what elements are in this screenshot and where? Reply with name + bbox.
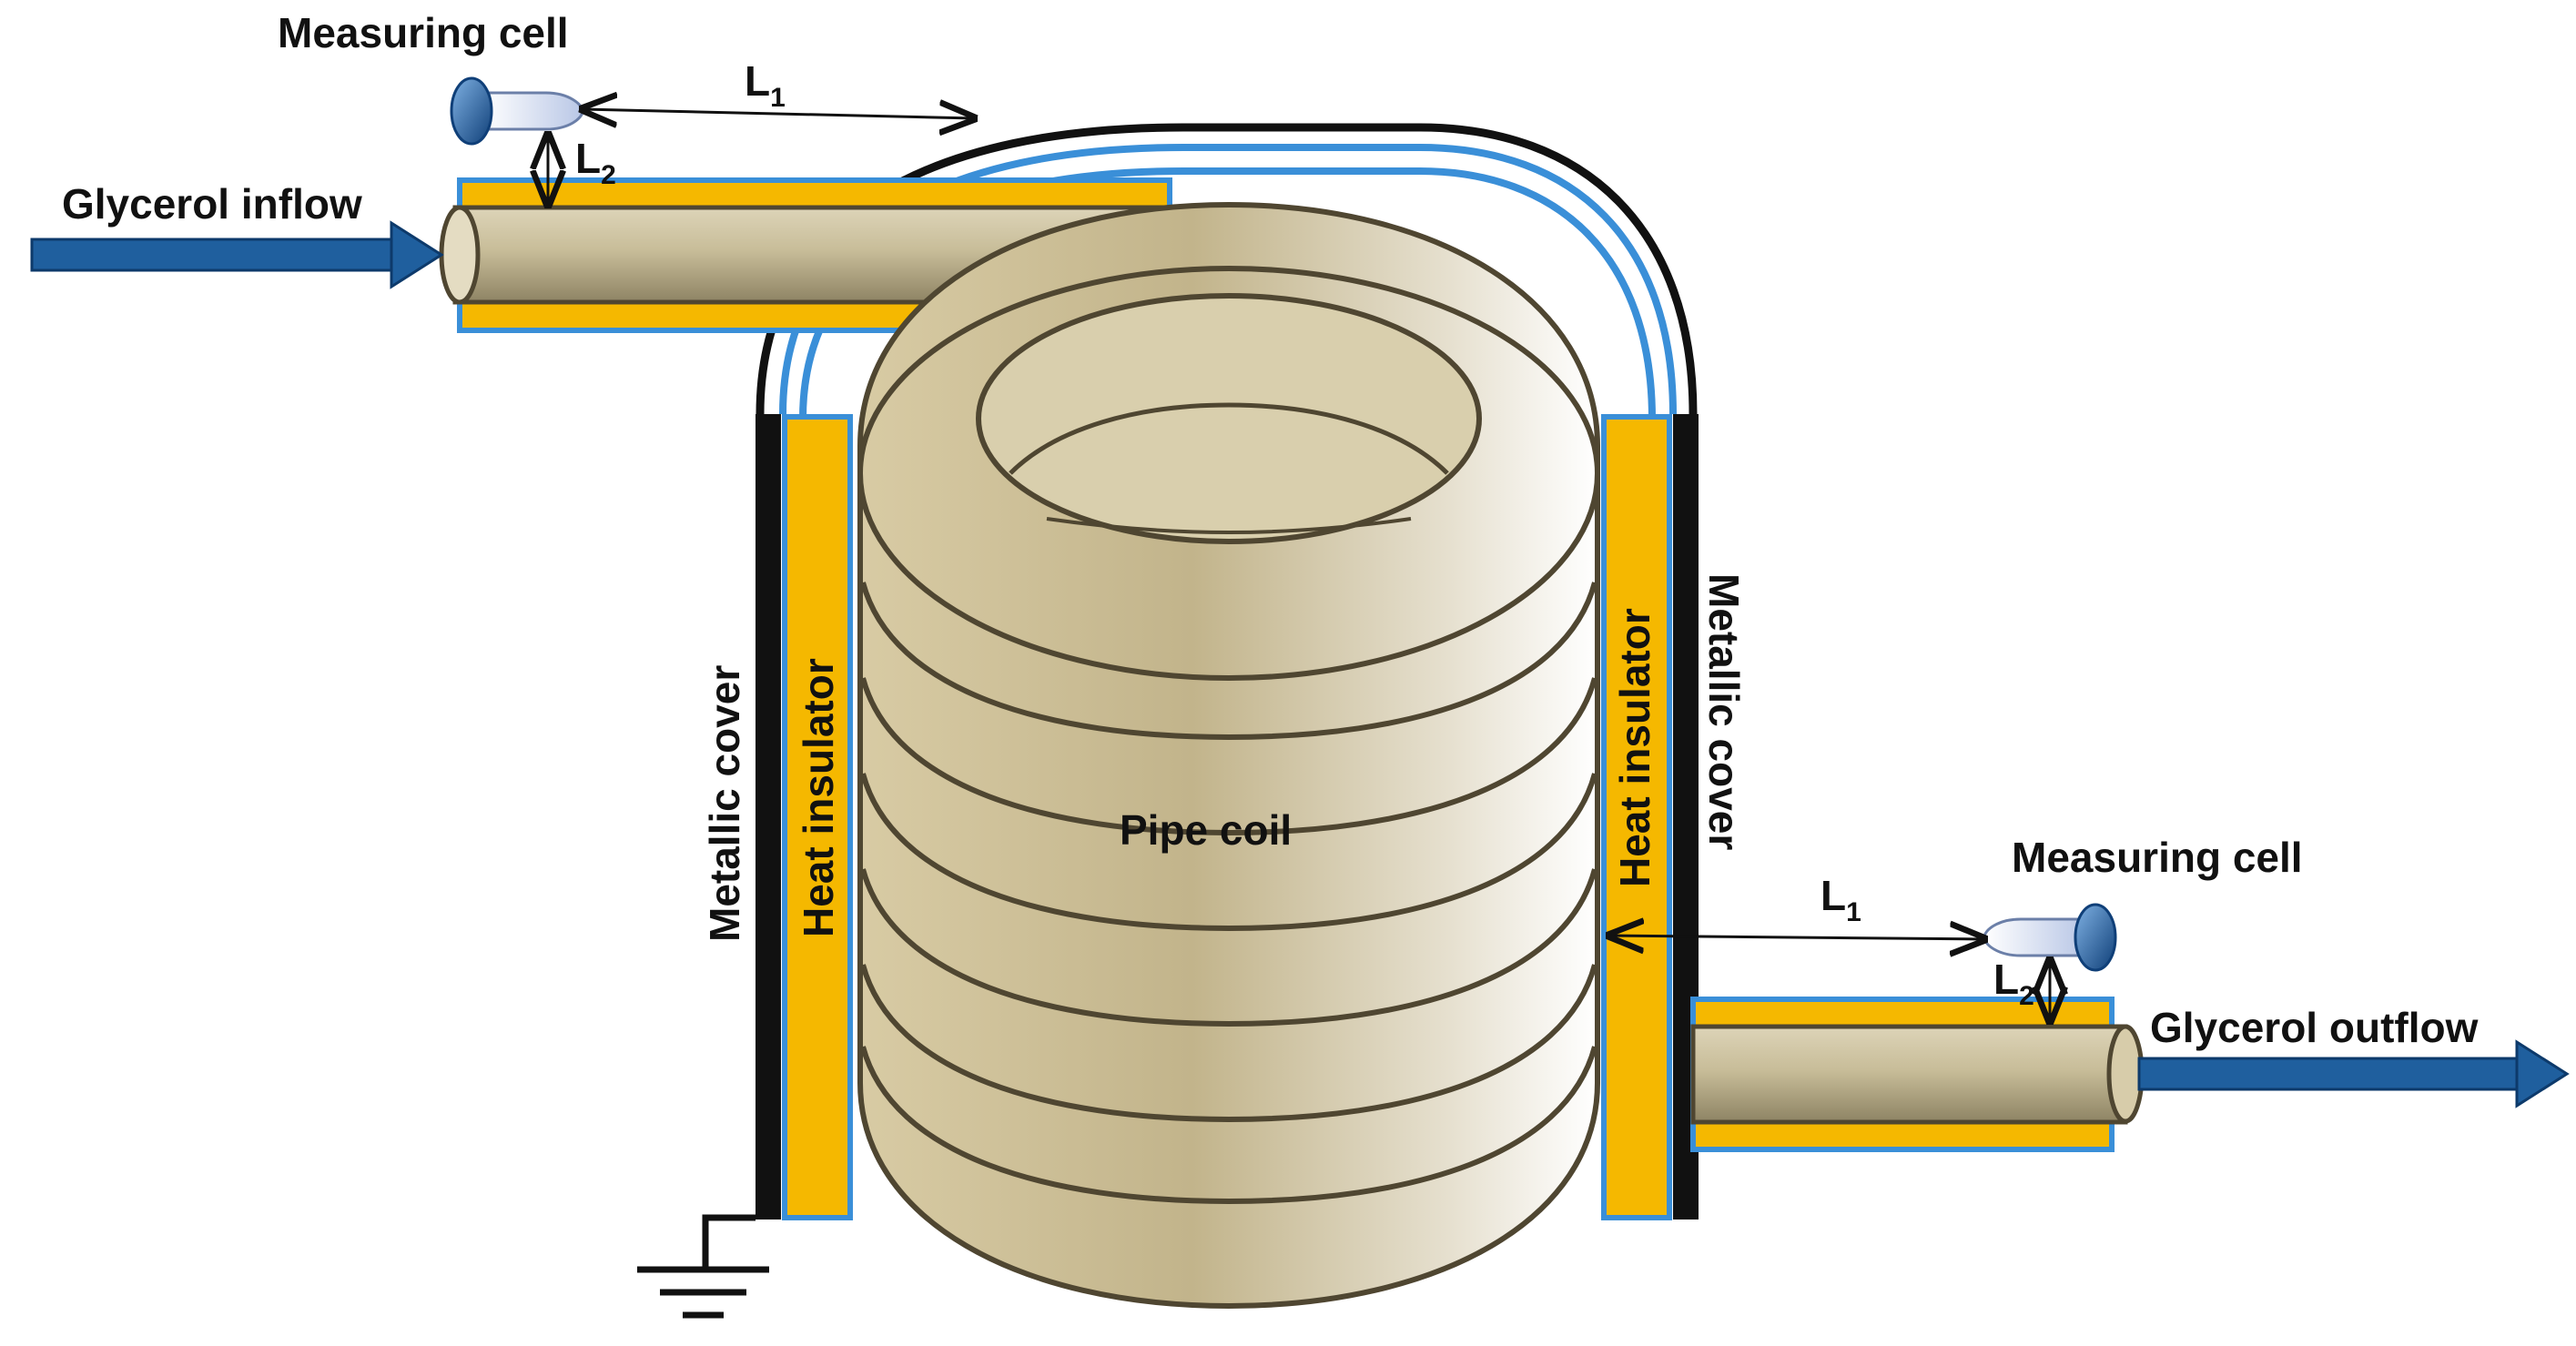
metallic-cover-right-label: Metallic cover [1700,573,1748,850]
measuring-cell-icon-bottom [1983,903,2117,972]
metallic-cover-left-panel [756,414,781,1219]
heat-insulator-left-panel [782,414,853,1220]
l2-top-label: L2 [575,135,616,190]
l2-bottom-label: L2 [1993,956,2034,1011]
heat-insulator-right-panel [1601,414,1672,1220]
measuring-cell-top-label: Measuring cell [278,9,569,56]
l1-bottom-label: L1 [1820,872,1861,927]
l1-top-label: L1 [745,57,786,113]
ground-symbol-icon [637,1214,769,1319]
measuring-cell-bottom-label: Measuring cell [2012,834,2303,881]
inflow-arrow-icon [30,220,444,289]
pipe-coil [857,201,1600,1310]
l1-bottom-dimension [1609,936,1984,939]
heat-insulator-left-label: Heat insulator [795,658,842,937]
measuring-cell-icon-top [450,76,584,146]
glycerol-outflow-label: Glycerol outflow [2150,1004,2479,1051]
outlet-pipe [1690,997,2145,1152]
glycerol-inflow-label: Glycerol inflow [62,180,362,228]
metallic-cover-left-label: Metallic cover [701,665,748,942]
heat-insulator-right-label: Heat insulator [1611,608,1658,887]
outflow-arrow-icon [2137,1039,2570,1108]
pipe-coil-label: Pipe coil [1120,806,1292,854]
l1-top-dimension [583,109,974,118]
